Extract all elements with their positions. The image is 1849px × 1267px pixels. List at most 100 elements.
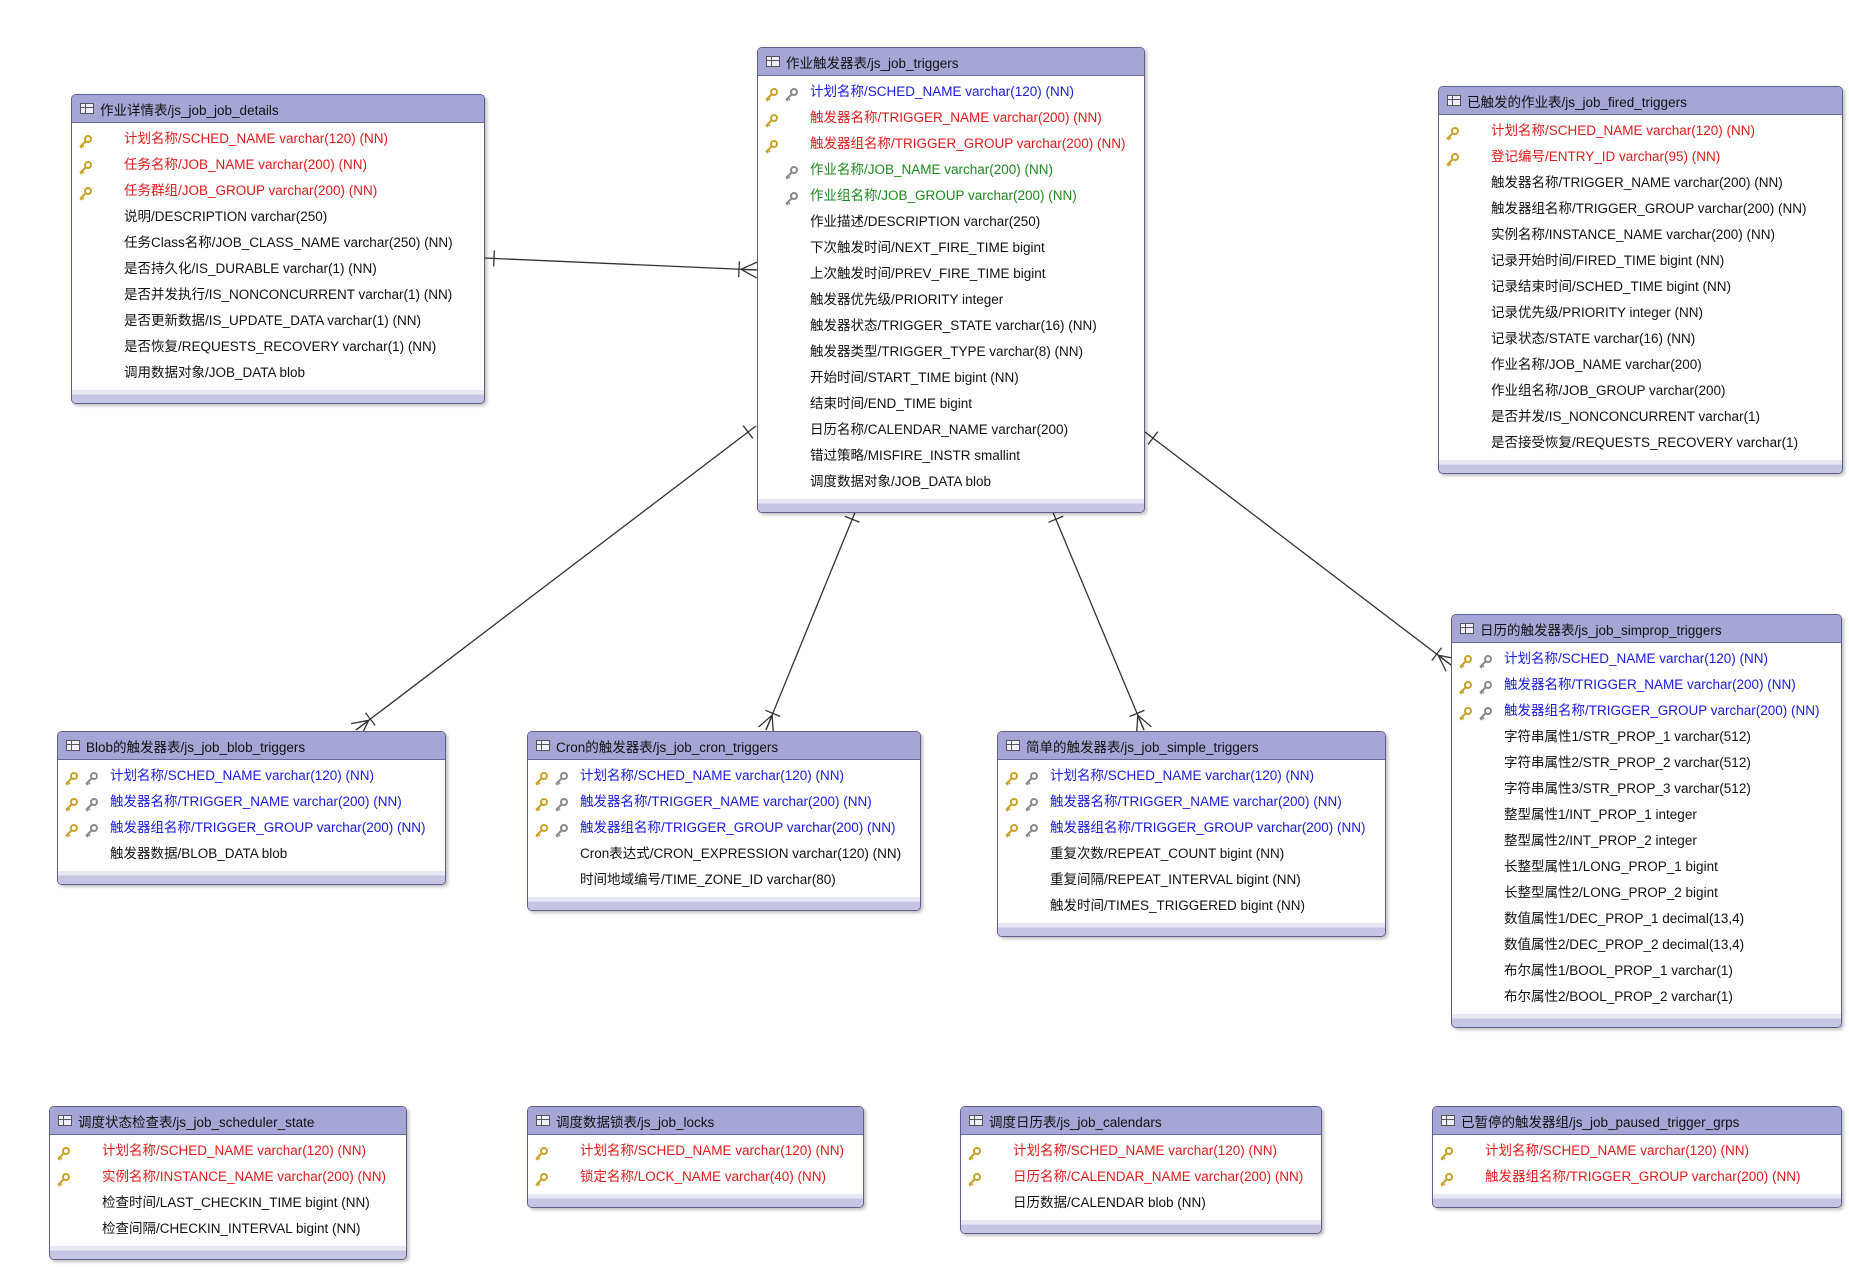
- table-row[interactable]: 计划名称/SCHED_NAME varchar(120) (NN): [1452, 646, 1841, 672]
- table-row[interactable]: 计划名称/SCHED_NAME varchar(120) (NN): [1433, 1138, 1841, 1164]
- table-header[interactable]: 日历的触发器表/js_job_simprop_triggers: [1452, 615, 1841, 643]
- table-row[interactable]: 记录开始时间/FIRED_TIME bigint (NN): [1439, 248, 1842, 274]
- table-row[interactable]: 计划名称/SCHED_NAME varchar(120) (NN): [998, 763, 1385, 789]
- table-row[interactable]: 字符串属性1/STR_PROP_1 varchar(512): [1452, 724, 1841, 750]
- table-header[interactable]: 已触发的作业表/js_job_fired_triggers: [1439, 87, 1842, 115]
- table-simprop[interactable]: 日历的触发器表/js_job_simprop_triggers 计划名称/SCHE…: [1451, 614, 1842, 1028]
- table-row[interactable]: 触发器名称/TRIGGER_NAME varchar(200) (NN): [998, 789, 1385, 815]
- table-row[interactable]: 布尔属性2/BOOL_PROP_2 varchar(1): [1452, 984, 1841, 1010]
- table-header[interactable]: Blob的触发器表/js_job_blob_triggers: [58, 732, 445, 760]
- table-header[interactable]: 作业详情表/js_job_job_details: [72, 95, 484, 123]
- table-calendars[interactable]: 调度日历表/js_job_calendars 计划名称/SCHED_NAME va…: [960, 1106, 1322, 1234]
- table-row[interactable]: 触发器名称/TRIGGER_NAME varchar(200) (NN): [528, 789, 920, 815]
- table-row[interactable]: 计划名称/SCHED_NAME varchar(120) (NN): [961, 1138, 1321, 1164]
- table-row[interactable]: 计划名称/SCHED_NAME varchar(120) (NN): [72, 126, 484, 152]
- table-row[interactable]: 触发器数据/BLOB_DATA blob: [58, 841, 445, 867]
- table-row[interactable]: 是否恢复/REQUESTS_RECOVERY varchar(1) (NN): [72, 334, 484, 360]
- table-row[interactable]: 整型属性2/INT_PROP_2 integer: [1452, 828, 1841, 854]
- table-sched_state[interactable]: 调度状态检查表/js_job_scheduler_state 计划名称/SCHED…: [49, 1106, 407, 1260]
- table-row[interactable]: 触发器类型/TRIGGER_TYPE varchar(8) (NN): [758, 339, 1144, 365]
- table-row[interactable]: 触发时间/TIMES_TRIGGERED bigint (NN): [998, 893, 1385, 919]
- table-row[interactable]: 长整型属性1/LONG_PROP_1 bigint: [1452, 854, 1841, 880]
- table-row[interactable]: 触发器名称/TRIGGER_NAME varchar(200) (NN): [58, 789, 445, 815]
- table-row[interactable]: 日历名称/CALENDAR_NAME varchar(200) (NN): [961, 1164, 1321, 1190]
- table-row[interactable]: 计划名称/SCHED_NAME varchar(120) (NN): [528, 763, 920, 789]
- table-row[interactable]: 日历数据/CALENDAR blob (NN): [961, 1190, 1321, 1216]
- table-row[interactable]: 数值属性2/DEC_PROP_2 decimal(13,4): [1452, 932, 1841, 958]
- table-row[interactable]: 是否更新数据/IS_UPDATE_DATA varchar(1) (NN): [72, 308, 484, 334]
- table-row[interactable]: 触发器名称/TRIGGER_NAME varchar(200) (NN): [1439, 170, 1842, 196]
- table-row[interactable]: 是否持久化/IS_DURABLE varchar(1) (NN): [72, 256, 484, 282]
- table-row[interactable]: 是否并发/IS_NONCONCURRENT varchar(1): [1439, 404, 1842, 430]
- table-job_details[interactable]: 作业详情表/js_job_job_details 计划名称/SCHED_NAME …: [71, 94, 485, 404]
- table-row[interactable]: 调度数据对象/JOB_DATA blob: [758, 469, 1144, 495]
- table-row[interactable]: 触发器组名称/TRIGGER_GROUP varchar(200) (NN): [1452, 698, 1841, 724]
- table-row[interactable]: 长整型属性2/LONG_PROP_2 bigint: [1452, 880, 1841, 906]
- table-row[interactable]: 下次触发时间/NEXT_FIRE_TIME bigint: [758, 235, 1144, 261]
- table-header[interactable]: 调度数据锁表/js_job_locks: [528, 1107, 863, 1135]
- table-row[interactable]: 错过策略/MISFIRE_INSTR smallint: [758, 443, 1144, 469]
- table-row[interactable]: 实例名称/INSTANCE_NAME varchar(200) (NN): [1439, 222, 1842, 248]
- table-row[interactable]: 布尔属性1/BOOL_PROP_1 varchar(1): [1452, 958, 1841, 984]
- table-triggers[interactable]: 作业触发器表/js_job_triggers 计划名称/SCHED_NAME va…: [757, 47, 1145, 513]
- table-row[interactable]: 实例名称/INSTANCE_NAME varchar(200) (NN): [50, 1164, 406, 1190]
- table-row[interactable]: Cron表达式/CRON_EXPRESSION varchar(120) (NN…: [528, 841, 920, 867]
- table-row[interactable]: 锁定名称/LOCK_NAME varchar(40) (NN): [528, 1164, 863, 1190]
- table-row[interactable]: 触发器名称/TRIGGER_NAME varchar(200) (NN): [1452, 672, 1841, 698]
- table-row[interactable]: 上次触发时间/PREV_FIRE_TIME bigint: [758, 261, 1144, 287]
- table-row[interactable]: 是否接受恢复/REQUESTS_RECOVERY varchar(1): [1439, 430, 1842, 456]
- table-header[interactable]: 调度日历表/js_job_calendars: [961, 1107, 1321, 1135]
- table-row[interactable]: 检查时间/LAST_CHECKIN_TIME bigint (NN): [50, 1190, 406, 1216]
- table-row[interactable]: 说明/DESCRIPTION varchar(250): [72, 204, 484, 230]
- table-row[interactable]: 作业组名称/JOB_GROUP varchar(200) (NN): [758, 183, 1144, 209]
- table-row[interactable]: 作业名称/JOB_NAME varchar(200): [1439, 352, 1842, 378]
- table-row[interactable]: 计划名称/SCHED_NAME varchar(120) (NN): [50, 1138, 406, 1164]
- table-row[interactable]: 数值属性1/DEC_PROP_1 decimal(13,4): [1452, 906, 1841, 932]
- table-row[interactable]: 作业描述/DESCRIPTION varchar(250): [758, 209, 1144, 235]
- table-row[interactable]: 记录优先级/PRIORITY integer (NN): [1439, 300, 1842, 326]
- table-row[interactable]: 时间地域编号/TIME_ZONE_ID varchar(80): [528, 867, 920, 893]
- table-row[interactable]: 字符串属性3/STR_PROP_3 varchar(512): [1452, 776, 1841, 802]
- table-fired[interactable]: 已触发的作业表/js_job_fired_triggers 计划名称/SCHED_…: [1438, 86, 1843, 474]
- table-row[interactable]: 日历名称/CALENDAR_NAME varchar(200): [758, 417, 1144, 443]
- table-row[interactable]: 计划名称/SCHED_NAME varchar(120) (NN): [1439, 118, 1842, 144]
- table-row[interactable]: 触发器组名称/TRIGGER_GROUP varchar(200) (NN): [1439, 196, 1842, 222]
- table-blob[interactable]: Blob的触发器表/js_job_blob_triggers 计划名称/SCHED…: [57, 731, 446, 885]
- table-row[interactable]: 触发器组名称/TRIGGER_GROUP varchar(200) (NN): [758, 131, 1144, 157]
- table-paused[interactable]: 已暂停的触发器组/js_job_paused_trigger_grps 计划名称/…: [1432, 1106, 1842, 1208]
- table-row[interactable]: 重复次数/REPEAT_COUNT bigint (NN): [998, 841, 1385, 867]
- table-header[interactable]: 调度状态检查表/js_job_scheduler_state: [50, 1107, 406, 1135]
- table-header[interactable]: Cron的触发器表/js_job_cron_triggers: [528, 732, 920, 760]
- table-row[interactable]: 登记编号/ENTRY_ID varchar(95) (NN): [1439, 144, 1842, 170]
- table-row[interactable]: 记录结束时间/SCHED_TIME bigint (NN): [1439, 274, 1842, 300]
- table-row[interactable]: 结束时间/END_TIME bigint: [758, 391, 1144, 417]
- table-row[interactable]: 触发器组名称/TRIGGER_GROUP varchar(200) (NN): [58, 815, 445, 841]
- table-row[interactable]: 字符串属性2/STR_PROP_2 varchar(512): [1452, 750, 1841, 776]
- table-row[interactable]: 记录状态/STATE varchar(16) (NN): [1439, 326, 1842, 352]
- table-header[interactable]: 作业触发器表/js_job_triggers: [758, 48, 1144, 76]
- table-header[interactable]: 已暂停的触发器组/js_job_paused_trigger_grps: [1433, 1107, 1841, 1135]
- table-row[interactable]: 是否并发执行/IS_NONCONCURRENT varchar(1) (NN): [72, 282, 484, 308]
- table-row[interactable]: 触发器组名称/TRIGGER_GROUP varchar(200) (NN): [998, 815, 1385, 841]
- table-row[interactable]: 触发器组名称/TRIGGER_GROUP varchar(200) (NN): [1433, 1164, 1841, 1190]
- table-row[interactable]: 任务群组/JOB_GROUP varchar(200) (NN): [72, 178, 484, 204]
- table-row[interactable]: 作业名称/JOB_NAME varchar(200) (NN): [758, 157, 1144, 183]
- table-row[interactable]: 触发器优先级/PRIORITY integer: [758, 287, 1144, 313]
- table-row[interactable]: 任务名称/JOB_NAME varchar(200) (NN): [72, 152, 484, 178]
- table-header[interactable]: 简单的触发器表/js_job_simple_triggers: [998, 732, 1385, 760]
- table-row[interactable]: 计划名称/SCHED_NAME varchar(120) (NN): [58, 763, 445, 789]
- table-locks[interactable]: 调度数据锁表/js_job_locks 计划名称/SCHED_NAME varch…: [527, 1106, 864, 1208]
- table-row[interactable]: 检查间隔/CHECKIN_INTERVAL bigint (NN): [50, 1216, 406, 1242]
- table-row[interactable]: 任务Class名称/JOB_CLASS_NAME varchar(250) (N…: [72, 230, 484, 256]
- table-row[interactable]: 作业组名称/JOB_GROUP varchar(200): [1439, 378, 1842, 404]
- table-row[interactable]: 重复间隔/REPEAT_INTERVAL bigint (NN): [998, 867, 1385, 893]
- table-row[interactable]: 开始时间/START_TIME bigint (NN): [758, 365, 1144, 391]
- table-row[interactable]: 调用数据对象/JOB_DATA blob: [72, 360, 484, 386]
- table-row[interactable]: 触发器状态/TRIGGER_STATE varchar(16) (NN): [758, 313, 1144, 339]
- table-row[interactable]: 计划名称/SCHED_NAME varchar(120) (NN): [528, 1138, 863, 1164]
- table-row[interactable]: 触发器组名称/TRIGGER_GROUP varchar(200) (NN): [528, 815, 920, 841]
- table-cron[interactable]: Cron的触发器表/js_job_cron_triggers 计划名称/SCHED…: [527, 731, 921, 911]
- table-row[interactable]: 计划名称/SCHED_NAME varchar(120) (NN): [758, 79, 1144, 105]
- table-simple[interactable]: 简单的触发器表/js_job_simple_triggers 计划名称/SCHED…: [997, 731, 1386, 937]
- table-row[interactable]: 整型属性1/INT_PROP_1 integer: [1452, 802, 1841, 828]
